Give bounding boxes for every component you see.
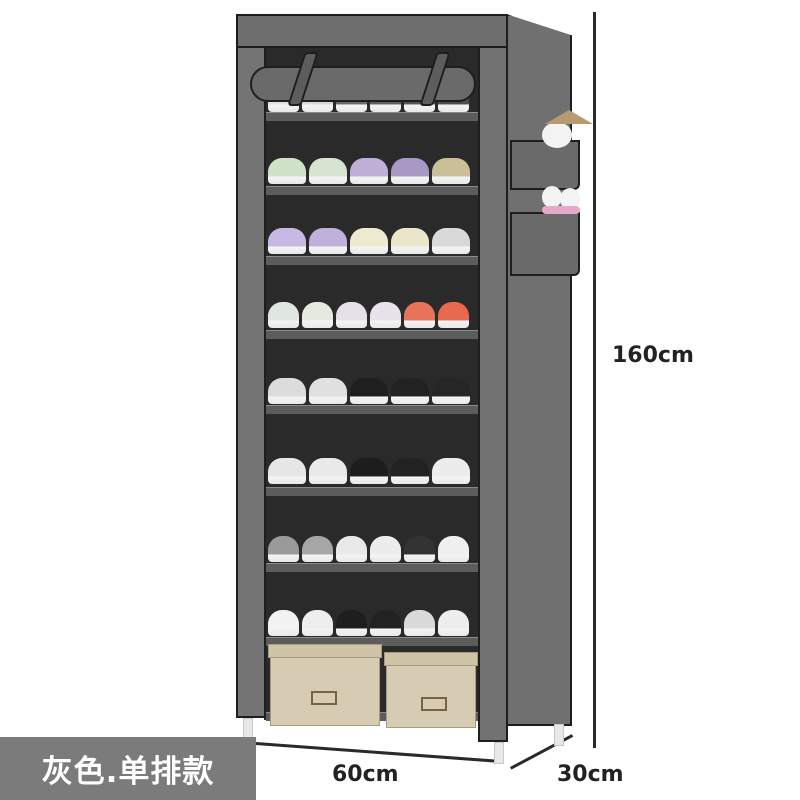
shelf [266, 487, 478, 496]
toy-bunny-icon [542, 186, 562, 208]
shoe [438, 610, 469, 636]
shoe [350, 228, 388, 254]
side-pocket [510, 140, 580, 190]
depth-dimension-label: 30cm [557, 762, 624, 787]
width-dimension-line [255, 742, 504, 764]
shoe [391, 378, 429, 404]
rack-left-post [236, 46, 266, 718]
box-handle-icon [311, 691, 337, 705]
shoe [309, 458, 347, 484]
box-handle-icon [421, 697, 447, 711]
shoe [268, 228, 306, 254]
rack-leg [494, 742, 504, 764]
shoe [336, 302, 367, 328]
shoe [350, 158, 388, 184]
shelf [266, 186, 478, 195]
shoe [370, 302, 401, 328]
shoe [391, 228, 429, 254]
shelf [266, 256, 478, 265]
height-dimension-line [593, 12, 596, 748]
shelf [266, 637, 478, 646]
shoe [438, 536, 469, 562]
shoe [309, 228, 347, 254]
shelf [266, 405, 478, 414]
shoe [391, 158, 429, 184]
side-pocket [510, 212, 580, 276]
storage-box [386, 656, 476, 728]
shoe [370, 536, 401, 562]
shoe [302, 302, 333, 328]
shoe [404, 610, 435, 636]
storage-box-lid [268, 644, 382, 658]
rack-right-post [478, 46, 508, 742]
shoe [268, 158, 306, 184]
shelf [266, 112, 478, 121]
shoe [268, 536, 299, 562]
toy-panda-icon [542, 122, 572, 148]
toy-hat-icon [545, 110, 593, 124]
shoe [350, 378, 388, 404]
shoe [302, 610, 333, 636]
storage-box-lid [384, 652, 478, 666]
width-dimension-label: 60cm [332, 762, 399, 787]
shelf [266, 330, 478, 339]
shoe [302, 536, 333, 562]
shoe [336, 610, 367, 636]
variant-label-badge: 灰色.单排款 [0, 737, 256, 800]
shoe [370, 610, 401, 636]
shoe [268, 378, 306, 404]
storage-box [270, 648, 380, 726]
shoe [350, 458, 388, 484]
toy-bunny-icon [560, 188, 580, 210]
shoe [336, 536, 367, 562]
shoe [268, 610, 299, 636]
shoe [391, 458, 429, 484]
shoe [309, 378, 347, 404]
shoe [438, 302, 469, 328]
shoe [432, 378, 470, 404]
shoe [432, 458, 470, 484]
shoe [268, 458, 306, 484]
shoe [432, 158, 470, 184]
variant-label: 灰色.单排款 [41, 754, 215, 790]
shoe [404, 302, 435, 328]
toy-bunny-dress [542, 206, 580, 214]
rack-leg [554, 724, 564, 746]
shoe [432, 228, 470, 254]
height-dimension-label: 160cm [612, 343, 694, 368]
shoe [268, 302, 299, 328]
shoe [309, 158, 347, 184]
shelf [266, 563, 478, 572]
shoe [404, 536, 435, 562]
rack-top-cover [236, 14, 508, 48]
